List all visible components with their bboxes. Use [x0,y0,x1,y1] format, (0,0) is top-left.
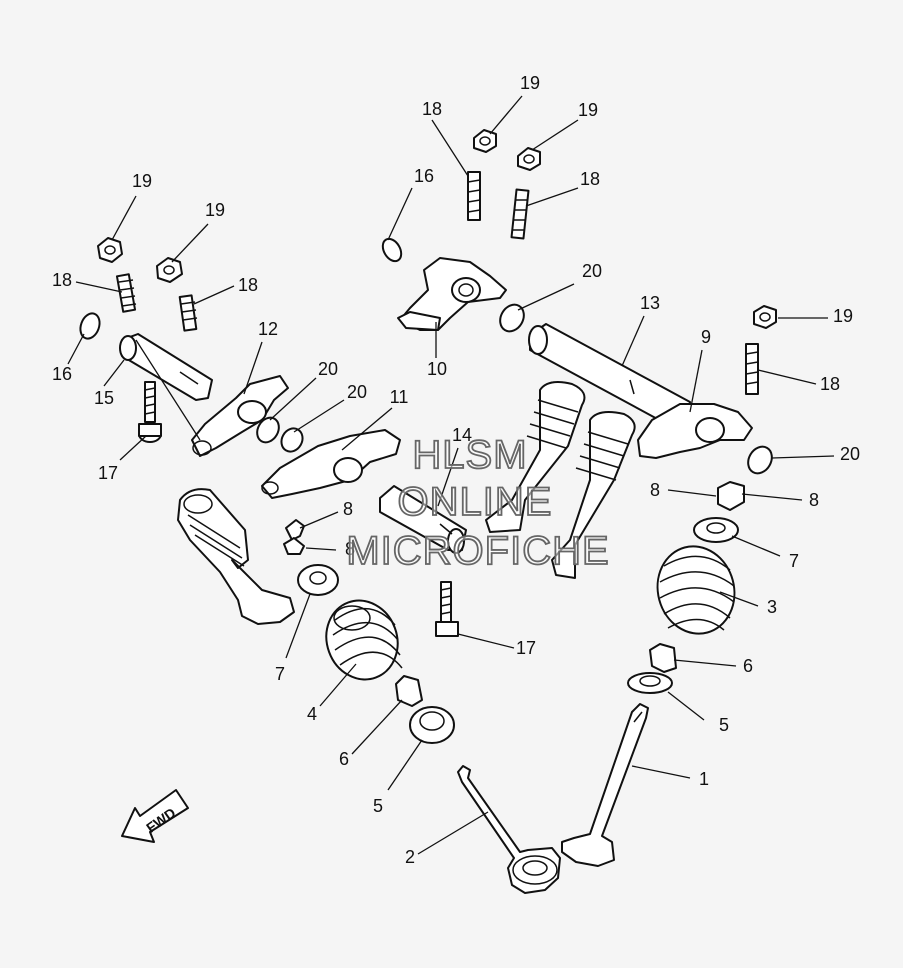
callout-15: 15 [94,388,114,408]
callout-18-b: 18 [238,275,258,295]
callout-8-d: 8 [809,490,819,510]
part-valve-1 [561,703,649,867]
part-bolt-17-left [138,381,162,443]
callout-9: 9 [701,327,711,347]
part-lifter-left [177,488,295,625]
watermark-line-1: HLSM [412,433,527,477]
part-rocker-arm-11 [261,429,401,499]
callout-18-d: 18 [580,169,600,189]
part-retainer-7-left [297,564,339,596]
leader-lines [67,95,835,855]
part-nut-19-a [97,237,123,263]
callout-14: 14 [452,425,472,445]
callout-20-c: 20 [582,261,602,281]
part-spring-3 [656,545,736,635]
part-bolt-17-center [435,581,459,637]
callout-19-d: 19 [578,100,598,120]
callout-20-a: 20 [318,359,338,379]
callout-8-a: 8 [343,499,353,519]
part-retainer-7-right [693,517,739,543]
part-spring-4 [325,599,403,681]
callout-20-d: 20 [840,444,860,464]
part-cotter-8-right [717,481,745,511]
part-seal-6-right [649,643,677,673]
part-seat-5-right [627,672,673,694]
callout-19-e: 19 [833,306,853,326]
callout-5-right: 5 [719,715,729,735]
part-nut-19-e [753,305,777,329]
callout-13: 13 [640,293,660,313]
callout-11: 11 [390,387,409,407]
callout-17-center: 17 [516,638,536,658]
part-stud-18-a [115,273,137,313]
part-stud-18-b [178,294,198,332]
callout-7-right: 7 [789,551,799,571]
callout-20-b: 20 [347,382,367,402]
callout-18-e: 18 [820,374,840,394]
callout-2: 2 [405,847,415,867]
callout-8-b: 8 [345,539,355,559]
part-rocker-arm-10 [397,257,507,331]
callout-10: 10 [427,359,447,379]
part-ring-20-b [280,427,304,453]
callout-18-c: 18 [422,99,442,119]
part-oring-16-upper [381,237,403,263]
fwd-arrow-icon: FWD [121,789,189,843]
part-ring-20-d [747,445,773,475]
callout-19-b: 19 [205,200,225,220]
part-nut-19-d [517,147,541,171]
callout-16-left: 16 [52,364,72,384]
callout-1: 1 [699,769,709,789]
part-stud-18-d [510,188,530,240]
part-rocker-shaft-15 [119,333,213,401]
watermark-line-2: ONLINE [398,480,553,524]
part-stud-18-e [745,343,759,395]
callout-5-left: 5 [373,796,383,816]
watermark-line-3: MICROFICHE [346,529,609,573]
part-lifters-center [485,381,636,579]
part-rocker-arm-12 [191,375,289,457]
callout-6-left: 6 [339,749,349,769]
callout-8-c: 8 [650,480,660,500]
part-valve-2 [457,765,561,894]
part-stud-18-c [467,171,481,221]
part-seal-6-left [395,675,423,707]
callout-7-left: 7 [275,664,285,684]
callout-4: 4 [307,704,317,724]
callout-labels: 1 2 3 4 5 5 6 6 7 7 8 8 8 8 9 10 11 12 1… [52,73,860,867]
callout-16-upper: 16 [414,166,434,186]
callout-6-right: 6 [743,656,753,676]
callout-19-a: 19 [132,171,152,191]
callout-18-a: 18 [52,270,72,290]
callout-12: 12 [258,319,278,339]
part-rocker-shaft-14 [379,485,467,554]
part-nut-19-c [473,129,497,153]
watermark: HLSM ONLINE MICROFICHE [345,432,609,574]
part-seat-5-left [409,706,455,744]
part-nut-19-b [156,257,183,283]
part-oring-16-left [79,312,101,340]
part-ring-20-a [256,416,280,444]
callout-19-c: 19 [520,73,540,93]
callout-3: 3 [767,597,777,617]
part-cotter-8-left [283,519,305,555]
part-ring-20-c [499,303,525,333]
part-rocker-arm-9 [637,403,753,459]
callout-17-left: 17 [98,463,118,483]
